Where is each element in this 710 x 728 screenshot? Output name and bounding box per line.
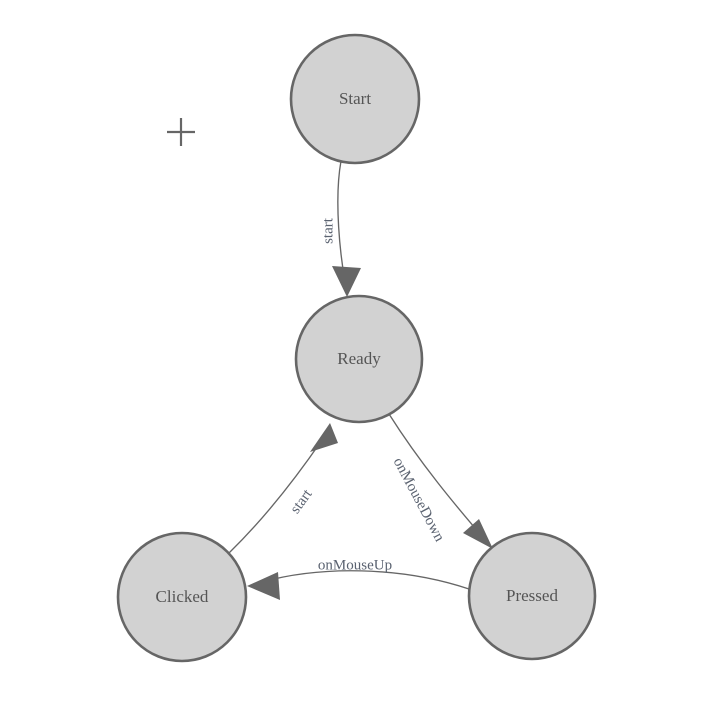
node-circle-pressed[interactable] xyxy=(467,531,597,661)
arrowhead-pressed-to-clicked xyxy=(247,572,280,600)
node-label-ready: Ready xyxy=(337,349,381,368)
edge-label-start-to-ready: start xyxy=(320,217,336,244)
node-start[interactable]: Start xyxy=(289,33,421,165)
crosshair-icon xyxy=(167,118,195,146)
edge-clicked-to-ready[interactable]: start xyxy=(228,423,338,554)
edge-path-pressed-to-clicked[interactable] xyxy=(261,570,470,590)
node-label-clicked: Clicked xyxy=(156,587,209,606)
edge-pressed-to-clicked[interactable]: onMouseUp xyxy=(247,557,470,600)
edge-ready-to-pressed[interactable]: onMouseDown xyxy=(388,413,493,549)
node-label-pressed: Pressed xyxy=(506,586,558,605)
arrowhead-start-to-ready xyxy=(332,266,361,297)
node-pressed[interactable]: Pressed xyxy=(467,531,597,661)
node-ready[interactable]: Ready xyxy=(294,294,424,424)
edge-label-clicked-to-ready: start xyxy=(287,486,316,517)
edge-label-pressed-to-clicked: onMouseUp xyxy=(318,557,392,573)
arrowhead-ready-to-pressed xyxy=(463,519,493,549)
edge-start-to-ready[interactable]: start xyxy=(320,160,361,297)
arrowhead-clicked-to-ready xyxy=(310,423,338,452)
node-clicked[interactable]: Clicked xyxy=(116,531,248,663)
node-circle-start[interactable] xyxy=(289,33,421,165)
edge-path-clicked-to-ready[interactable] xyxy=(228,439,323,554)
node-circle-ready[interactable] xyxy=(294,294,424,424)
edge-label-ready-to-pressed: onMouseDown xyxy=(390,455,448,545)
node-label-start: Start xyxy=(339,89,371,108)
node-circle-clicked[interactable] xyxy=(116,531,248,663)
